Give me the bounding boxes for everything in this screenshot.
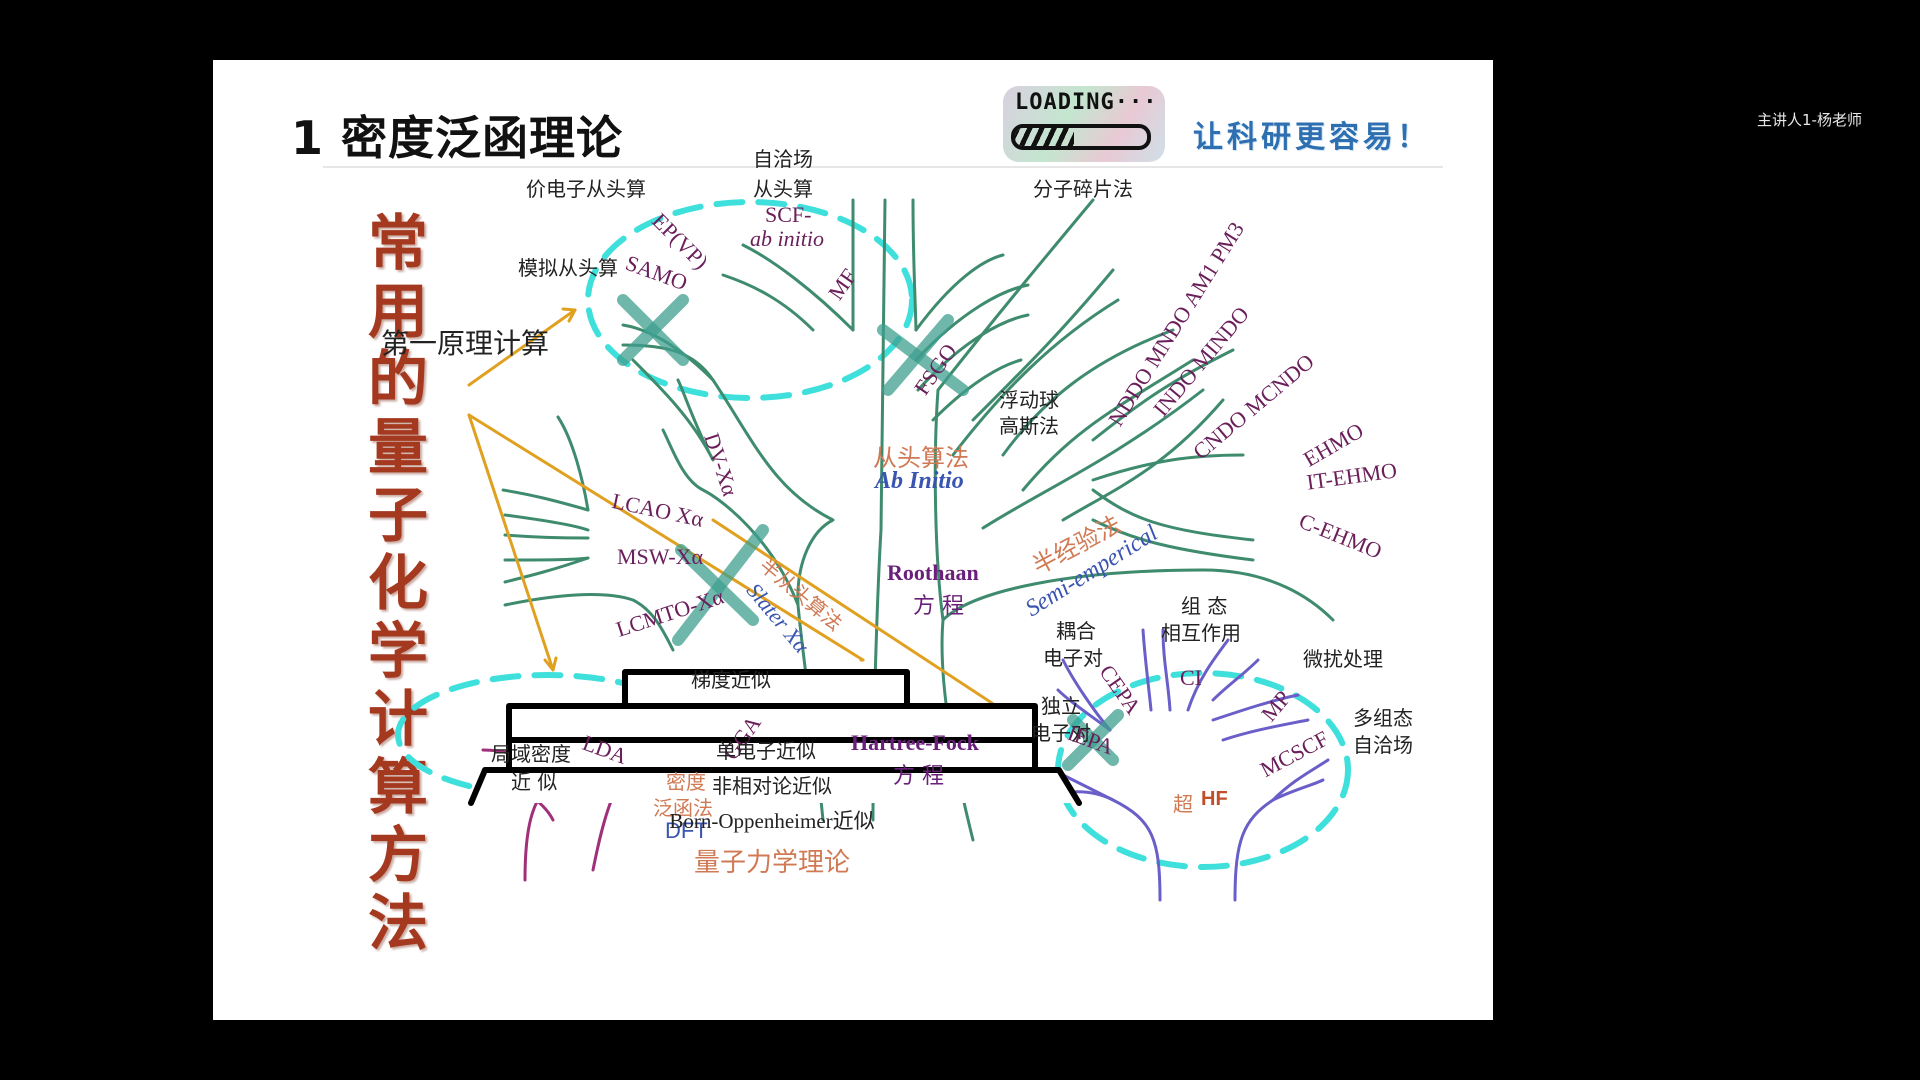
floating-sphere-label-1: 浮动球 <box>999 388 1059 412</box>
arrow-to-iepa <box>711 518 1035 732</box>
multiconfig-label-2: 自洽场 <box>1353 733 1413 757</box>
valence-ab-initio-label: 价电子从头算 <box>526 177 646 201</box>
fsgo-cross-icon <box>877 324 969 396</box>
scf-en-label-2: ab initio <box>750 226 824 251</box>
vertical-title-char: 量 <box>368 413 428 483</box>
single-electron-block <box>622 669 910 711</box>
quantum-mechanics-base <box>468 767 1082 806</box>
coupled-pair-label-1: 耦合 <box>1056 619 1096 643</box>
floating-sphere-label-2: 高斯法 <box>999 414 1059 438</box>
independent-pair-label-2: 电子对 <box>1031 721 1091 745</box>
loading-text: LOADING··· <box>1015 90 1158 115</box>
loading-progress-fill <box>1015 128 1075 146</box>
vertical-title-char: 用 <box>368 277 428 347</box>
dft-en-label: DFT <box>665 818 708 843</box>
slide-title: 1 密度泛函理论 <box>291 111 624 165</box>
ab-initio-cn-label: 从头算法 <box>873 444 969 472</box>
slide: 1 密度泛函理论 LOADING··· 让科研更容易！ 常 用 的 量 子 化 … <box>213 60 1493 1020</box>
foundation-blocks <box>468 669 1082 806</box>
scf-cn-label-2: 从头算 <box>753 177 813 201</box>
local-density-label-1: 局域密度 <box>491 742 571 766</box>
quantum-chemistry-tree-diagram <box>395 198 1351 902</box>
coupled-pair-label-2: 电子对 <box>1043 646 1103 670</box>
first-principles-label: 第一原理计算 <box>381 327 550 360</box>
scf-cn-label-1: 自洽场 <box>753 147 813 171</box>
vertical-title-char: 法 <box>368 889 428 959</box>
born-oppenheimer-approx-label: Born-Oppenheimer近似 <box>669 809 875 833</box>
dft-cn-label-2: 泛函法 <box>653 796 713 820</box>
msw-xalpha-label: MSW-Xα <box>617 544 704 569</box>
hartree-fock-label: Hartree-Fock <box>851 730 979 755</box>
roothaan-equation-label: 方 程 <box>913 594 964 619</box>
first-principles-arrows <box>467 307 1035 732</box>
ci-cn-label-1: 组 态 <box>1181 594 1228 618</box>
scf-en-label-1: SCF- <box>765 202 812 227</box>
vertical-title-char: 学 <box>368 617 428 687</box>
title-divider <box>323 166 1443 168</box>
ci-label: CI <box>1180 665 1202 690</box>
ci-cn-label-2: 相互作用 <box>1161 621 1241 645</box>
speaker-label: 主讲人1-杨老师 <box>1757 111 1862 129</box>
vertical-title-char: 子 <box>368 481 428 551</box>
multiconfig-label-1: 多组态 <box>1353 706 1413 730</box>
hartree-fock-equation-label: 方 程 <box>893 764 944 789</box>
loading-progress-bar <box>1011 124 1151 150</box>
slogan: 让科研更容易！ <box>1193 120 1431 155</box>
local-density-label-2: 近 似 <box>511 770 558 794</box>
non-relativistic-approx-label: 非相对论近似 <box>712 774 832 798</box>
ab-initio-en-label: Ab Initio <box>875 468 964 494</box>
loading-badge-logo: LOADING··· <box>1003 86 1165 162</box>
scf-group-ellipse <box>585 199 915 401</box>
quantum-mechanics-label: 量子力学理论 <box>693 848 850 878</box>
single-electron-approx-label: 单电子近似 <box>716 739 816 763</box>
independent-pair-label-1: 独立 <box>1041 694 1081 718</box>
post-hf-group-ellipse <box>1055 670 1351 870</box>
perturbation-label: 微扰处理 <box>1303 647 1383 671</box>
cross-out-marks <box>617 294 1124 771</box>
vertical-title-char: 的 <box>368 345 428 415</box>
dft-cn-label-1: 密度 <box>666 770 706 794</box>
vertical-title: 常 用 的 量 子 化 学 计 算 方 法 <box>363 210 433 958</box>
super-hf-en-label: HF <box>1201 788 1228 810</box>
vertical-title-char: 化 <box>368 549 428 619</box>
super-hf-cn-label: 超 <box>1173 792 1193 816</box>
roothaan-label: Roothaan <box>887 560 979 585</box>
gradient-approx-label: 梯度近似 <box>691 668 771 692</box>
model-ab-initio-label: 模拟从头算 <box>518 256 618 280</box>
vertical-title-char: 方 <box>368 821 428 891</box>
vertical-title-char: 常 <box>368 209 428 279</box>
fragment-method-label: 分子碎片法 <box>1033 177 1133 201</box>
